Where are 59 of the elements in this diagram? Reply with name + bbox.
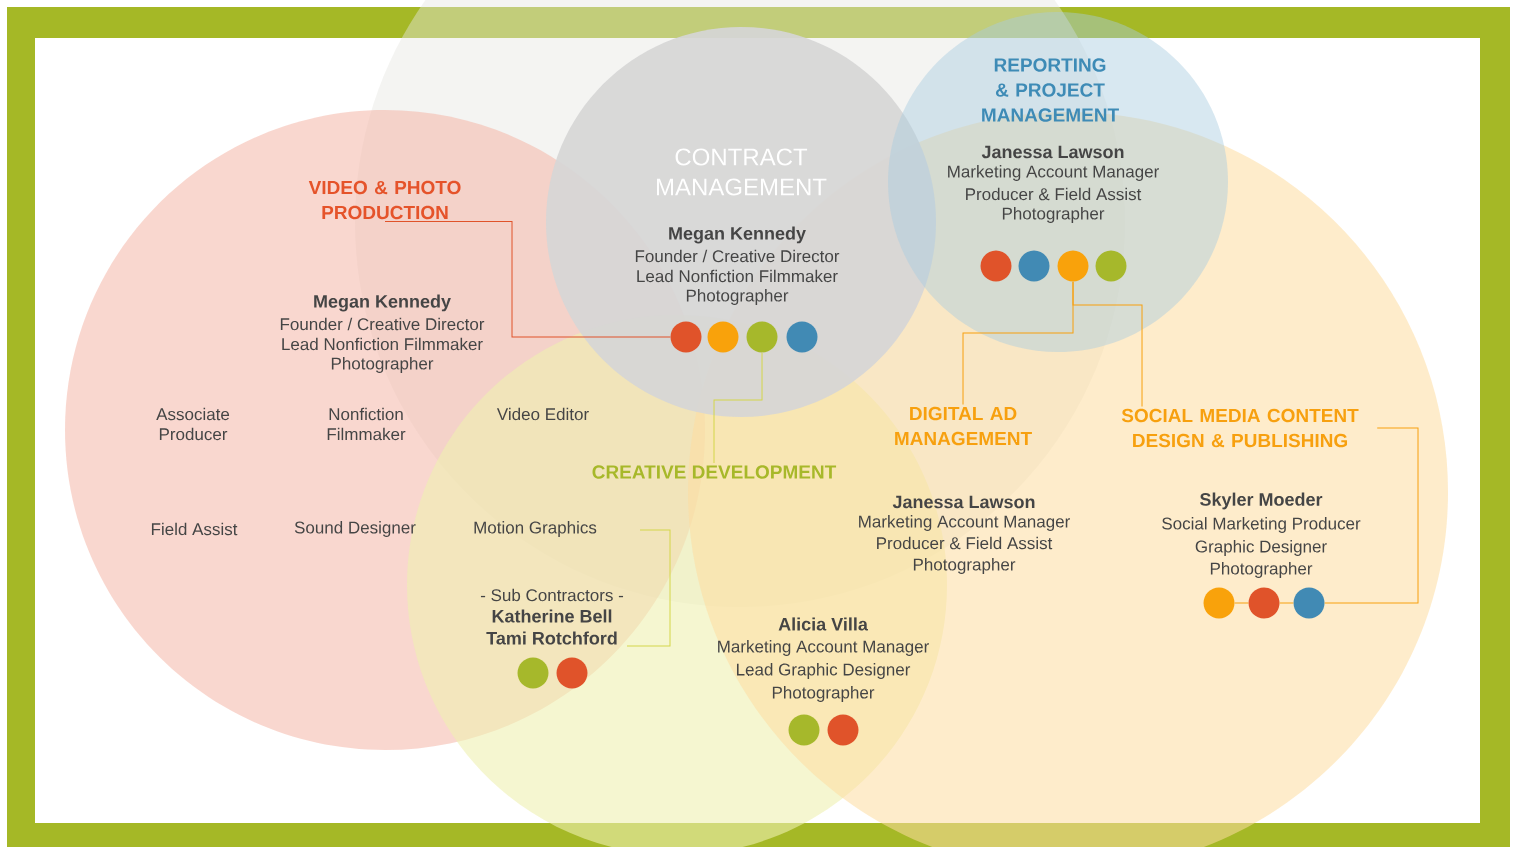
color-dot [788,714,820,746]
role-text: Founder / Creative Director [635,249,840,263]
section-heading: CREATIVE DEVELOPMENT [592,465,837,479]
person-name: Megan Kennedy [669,226,806,244]
color-dot [1018,250,1050,282]
role-text: Founder / Creative Director [280,317,485,331]
leader-line [713,352,763,464]
role-text: Marketing Account Manager [948,165,1159,181]
person-name: Megan Kennedy [314,294,451,312]
role-text: Lead Graphic Designer [737,663,911,679]
person-name: Tami Rotchford [486,631,617,645]
role-text: Graphic Designer [1195,540,1327,556]
color-dot [1293,587,1325,619]
color-dot [1095,250,1127,282]
leader-line [1279,602,1294,604]
role-text: Social Marketing Producer [1162,517,1361,533]
person-name: Janessa Lawson [892,495,1035,509]
leader-line [1234,602,1249,604]
color-dot [746,321,778,353]
role-text: Sound Designer [294,521,416,537]
role-text: Producer & Field Assist [877,536,1053,550]
role-text: Marketing Account Manager [859,515,1070,531]
section-heading: REPORTING & PROJECT MANAGEMENT [982,58,1119,122]
section-heading: VIDEO & PHOTO PRODUCTION [308,180,461,220]
role-text: Producer & Field Assist [966,187,1142,201]
role-text: Photographer [331,357,434,373]
color-dot [827,714,859,746]
role-text: Photographer [1002,207,1105,223]
role-text: Photographer [772,686,875,702]
role-text: Lead Nonfiction Filmmaker [282,337,483,351]
role-text: Photographer [913,558,1016,574]
color-dot [786,321,818,353]
role-text: Video Editor [496,407,589,421]
person-name: Janessa Lawson [981,145,1124,159]
leader-line [1324,427,1419,604]
leader-line [384,220,671,338]
color-dot [1248,587,1280,619]
role-text: Photographer [1210,562,1313,578]
color-dot [1203,587,1235,619]
role-text: - Sub Contractors - [480,588,624,602]
color-dot [1057,250,1089,282]
section-heading: DIGITAL AD MANAGEMENT [895,406,1032,446]
person-name: Alicia Villa [778,617,868,631]
color-dot [707,321,739,353]
color-dot [556,657,588,689]
color-dot [980,250,1012,282]
role-text: Field Assist [151,522,238,536]
role-text: Motion Graphics [474,521,597,537]
color-dot [517,657,549,689]
leader-line [1072,281,1143,408]
person-name: Katherine Bell [492,609,612,623]
role-text: Nonfiction Filmmaker [327,407,406,441]
color-dot [670,321,702,353]
section-heading: SOCIAL MEDIA CONTENT DESIGN & PUBLISHING [1121,408,1359,448]
role-text: Photographer [686,289,789,305]
person-name: Skyler Moeder [1200,492,1323,510]
role-text: Associate Producer [156,407,230,441]
role-text: Marketing Account Manager [718,640,929,656]
role-text: Lead Nonfiction Filmmaker [637,269,838,283]
